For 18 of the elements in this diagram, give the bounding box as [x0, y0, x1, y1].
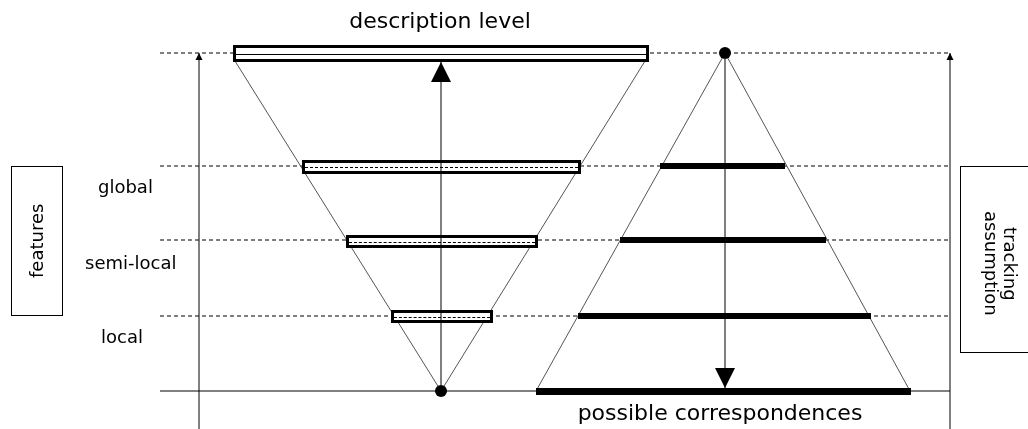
hollow-bar [391, 310, 493, 323]
solid-bar [660, 163, 785, 169]
solid-bar [536, 388, 911, 395]
hollow-bar [346, 235, 538, 248]
level-label: semi-local [85, 254, 177, 272]
level-label: local [101, 328, 143, 346]
arrow [715, 58, 735, 389]
solid-bar [578, 313, 871, 319]
label-box: features [11, 166, 63, 316]
arrow [431, 61, 451, 386]
solid-bar [620, 237, 826, 243]
dot [435, 385, 447, 397]
hollow-bar [233, 45, 649, 62]
level-label: global [98, 178, 153, 196]
label-box: tracking assumption [960, 166, 1028, 353]
dot [719, 47, 731, 59]
level-label: possible correspondences [577, 402, 863, 424]
hollow-bar [302, 160, 581, 174]
